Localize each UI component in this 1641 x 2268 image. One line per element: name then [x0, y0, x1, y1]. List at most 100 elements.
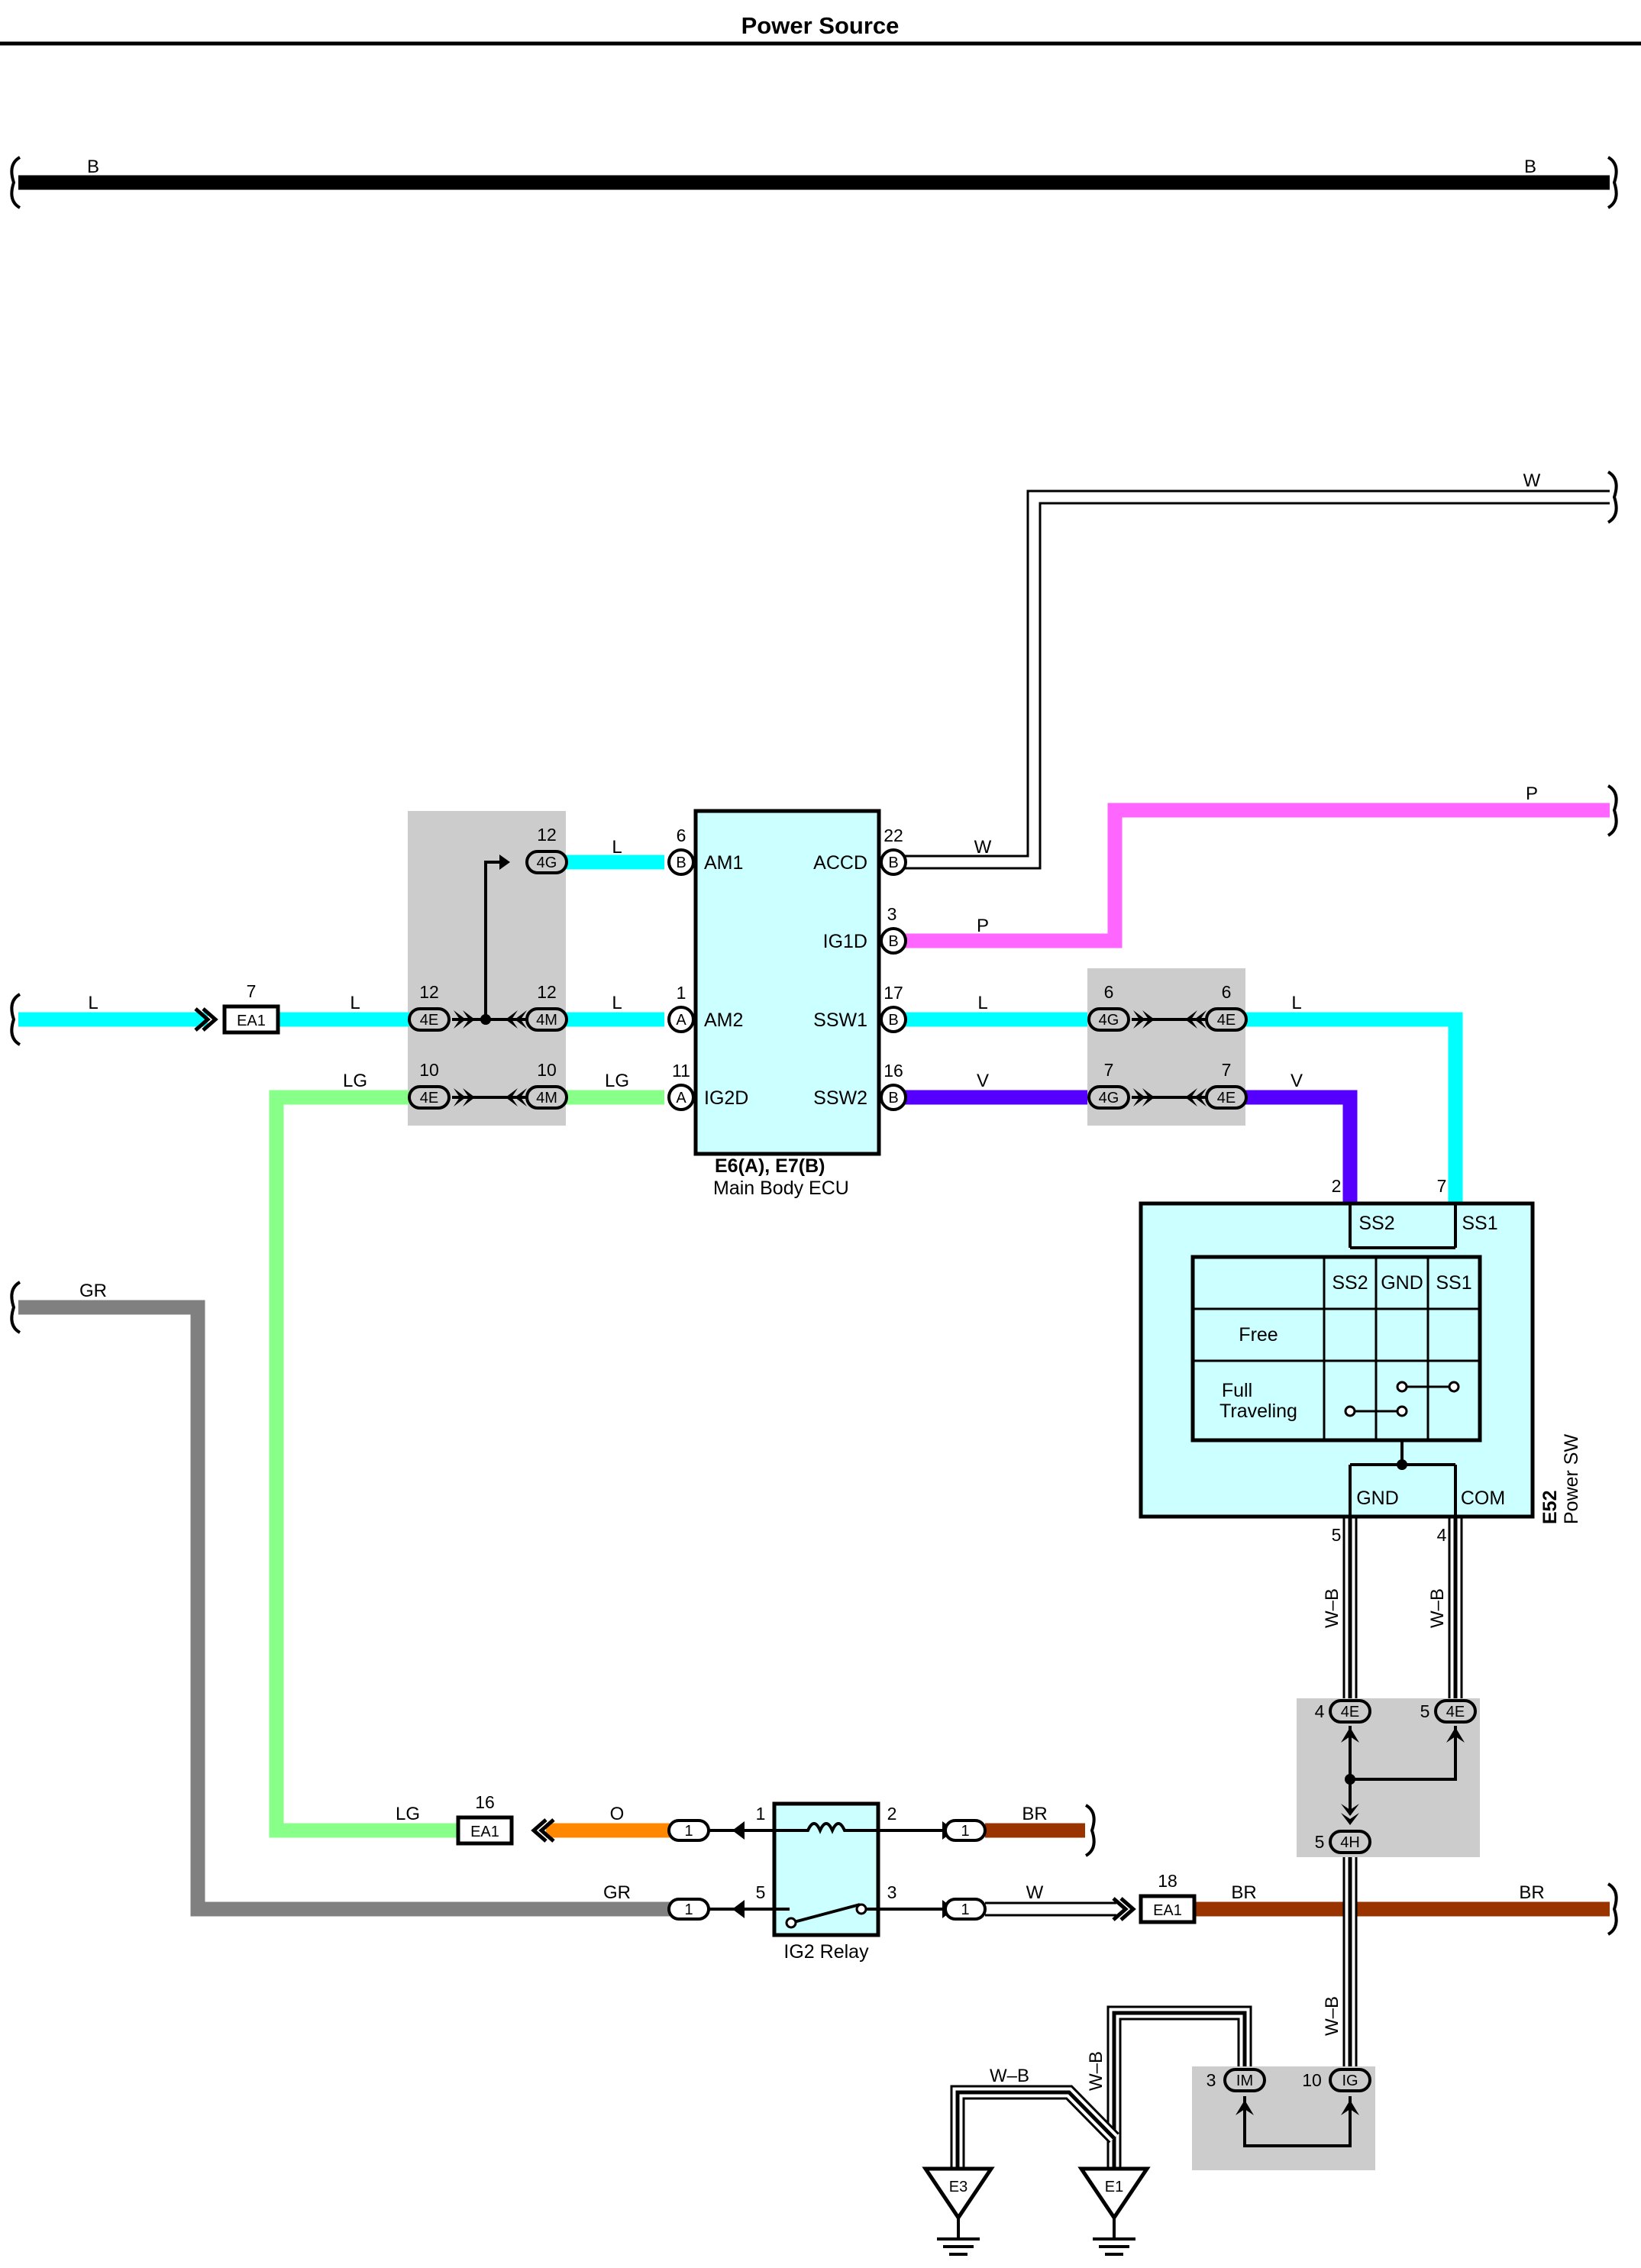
- svg-text:4G: 4G: [537, 855, 557, 871]
- wire-label-p-ig1d: P: [977, 916, 989, 936]
- ecu-desc: Main Body ECU: [713, 1178, 849, 1199]
- junction-4h: 4H 5: [1315, 1830, 1371, 1854]
- svg-text:B: B: [676, 855, 686, 871]
- svg-text:4E: 4E: [1217, 1012, 1236, 1029]
- wire-label-w-accd: W: [974, 837, 992, 858]
- svg-text:7: 7: [1104, 1060, 1114, 1080]
- connector-ea1-relay: EA1 16: [456, 1792, 555, 1846]
- relay-name: IG2 Relay: [783, 1941, 869, 1963]
- junction-im: IM 3: [1207, 2068, 1266, 2092]
- svg-text:B: B: [888, 933, 898, 950]
- svg-text:17: 17: [883, 983, 903, 1003]
- wire-break-left: [10, 156, 21, 209]
- svg-text:IG1D: IG1D: [823, 931, 867, 952]
- term-gnd: GND: [1356, 1488, 1399, 1509]
- wire-label-br-ea1: BR: [1231, 1882, 1256, 1903]
- wire-label-l-ss1: L: [1291, 993, 1301, 1013]
- term-gnd-num: 5: [1332, 1525, 1342, 1545]
- svg-text:AM1: AM1: [704, 852, 743, 874]
- wire-label-l-ea1: L: [350, 993, 360, 1013]
- wire-label-l-ssw1: L: [977, 993, 987, 1013]
- svg-text:4H: 4H: [1340, 1834, 1360, 1851]
- wire-label-l-am2: L: [612, 993, 622, 1013]
- svg-text:10: 10: [537, 1060, 557, 1080]
- ecu-pin-ssw1: B 17 SSW1: [813, 983, 907, 1033]
- wire-gr: [18, 1300, 670, 1917]
- ecu-name: E6(A), E7(B): [715, 1155, 825, 1177]
- wire-break-br-relay: [1084, 1804, 1096, 1857]
- wire-label-o: O: [610, 1804, 625, 1824]
- table-header-gnd: GND: [1381, 1272, 1423, 1294]
- term-ss1: SS1: [1462, 1213, 1497, 1234]
- junction-4g-am1: 4G 12: [525, 825, 568, 874]
- ecu-pin-ig1d: B 3 IG1D: [823, 904, 907, 955]
- page-title: Power Source: [741, 12, 900, 39]
- wire-label-wb-com: W–B: [1427, 1588, 1448, 1628]
- wire-label-lg-ig2d: LG: [605, 1071, 629, 1091]
- svg-text:1: 1: [684, 1823, 693, 1840]
- svg-text:4E: 4E: [1341, 1704, 1359, 1720]
- svg-text:SSW1: SSW1: [813, 1010, 867, 1031]
- svg-text:IG: IG: [1342, 2073, 1358, 2089]
- wire-wb-e1: [1106, 2005, 1252, 2169]
- connector-ea1-in: EA1 7: [194, 981, 280, 1035]
- svg-text:12: 12: [537, 982, 557, 1002]
- svg-text:18: 18: [1158, 1871, 1177, 1891]
- wire-label-wb-4h: W–B: [1322, 1996, 1342, 2036]
- wire-label-gr-left: GR: [79, 1281, 107, 1301]
- ig2-relay: 1 2 5 3 IG2 Relay: [756, 1801, 897, 1963]
- svg-text:1: 1: [961, 1901, 969, 1918]
- svg-text:11: 11: [672, 1061, 690, 1081]
- svg-text:4M: 4M: [536, 1012, 557, 1029]
- connector-ea1-br: EA1 18: [1112, 1871, 1197, 1924]
- wire-lg-loop: [269, 1090, 458, 1838]
- wire-label-gr-relay: GR: [603, 1882, 631, 1903]
- svg-text:3: 3: [887, 904, 897, 924]
- wire-break-right: [1607, 156, 1618, 209]
- svg-text:12: 12: [537, 825, 557, 845]
- svg-text:4: 4: [1315, 1701, 1325, 1721]
- term-com: COM: [1461, 1488, 1505, 1509]
- wire-label-b-left: B: [87, 157, 99, 177]
- relay-pin-2: 2: [887, 1804, 897, 1824]
- svg-text:6: 6: [1104, 982, 1114, 1002]
- svg-text:4E: 4E: [1446, 1704, 1465, 1720]
- wire-break-gr: [10, 1281, 21, 1334]
- svg-text:SSW2: SSW2: [813, 1087, 867, 1109]
- svg-text:4G: 4G: [1099, 1012, 1119, 1029]
- svg-text:10: 10: [419, 1060, 439, 1080]
- svg-text:22: 22: [883, 825, 903, 845]
- ecu-pin-ssw2: B 16 SSW2: [813, 1061, 907, 1111]
- junction-4g-ssw2: 4G 7: [1087, 1060, 1130, 1110]
- power-sw-name: Power SW: [1561, 1434, 1582, 1524]
- svg-text:4G: 4G: [1099, 1090, 1119, 1107]
- term-com-num: 4: [1437, 1525, 1447, 1545]
- wire-wb-e3: [950, 2085, 1119, 2169]
- wire-label-wb-e1: W–B: [1086, 2051, 1106, 2091]
- relay-conn-1-out: 1: [944, 1819, 987, 1842]
- svg-text:1: 1: [684, 1901, 693, 1918]
- svg-text:B: B: [888, 855, 898, 871]
- svg-text:E3: E3: [949, 2179, 967, 2195]
- wire-label-v-ssw2: V: [977, 1071, 989, 1091]
- svg-text:7: 7: [1222, 1060, 1232, 1080]
- svg-text:IG2D: IG2D: [704, 1087, 748, 1109]
- svg-text:10: 10: [1302, 2070, 1322, 2090]
- wire-label-b-right: B: [1524, 157, 1536, 177]
- svg-text:IM: IM: [1236, 2073, 1253, 2089]
- wire-label-w-relay: W: [1026, 1882, 1044, 1903]
- junction-4m-ig2d: 4M 10: [525, 1060, 568, 1110]
- switch-table: [1190, 1255, 1482, 1443]
- ecu-pin-ig2d: A 11 IG2D: [667, 1061, 748, 1111]
- main-body-ecu: E6(A), E7(B) Main Body ECU: [693, 809, 881, 1199]
- svg-text:6: 6: [677, 825, 686, 845]
- jb-gnd-link: [1349, 1726, 1457, 1814]
- junction-4m-am2: 4M 12: [525, 982, 568, 1032]
- ecu-pin-accd: B 22 ACCD: [813, 825, 907, 876]
- wire-label-wb-gnd: W–B: [1322, 1588, 1342, 1628]
- connector-arrows: [454, 1010, 1465, 2115]
- svg-text:A: A: [676, 1012, 686, 1029]
